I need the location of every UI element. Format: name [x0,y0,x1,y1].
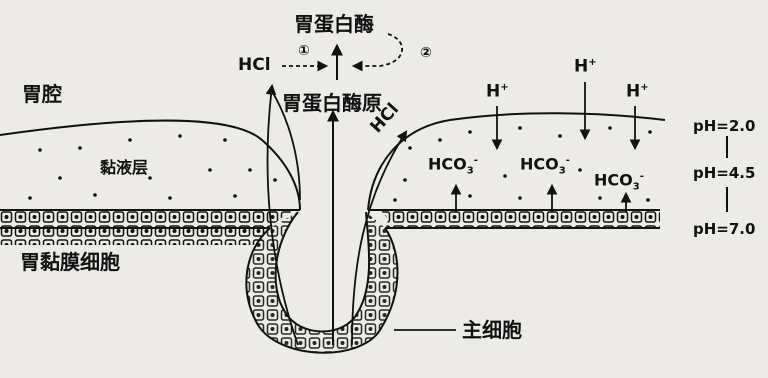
mucus-dot [233,194,237,198]
h-ion-label-1: H+ [486,83,509,101]
mucus-surface-right [368,113,665,210]
mucus-dot [503,174,507,178]
mucus-dot [438,138,442,142]
mucus-dot [393,198,397,202]
bicarbonate-label-2: HCO3- [520,156,570,177]
mucus-dot [38,148,42,152]
mucus-dot [403,178,407,182]
bicarbonate-label-3: HCO3- [594,172,644,193]
mucus-dot [468,194,472,198]
mucus-dot [648,130,652,134]
ph-value-top: pH=2.0 [693,119,755,134]
step-2-marker: ② [420,46,432,60]
pepsin-label: 胃蛋白酶 [294,14,374,34]
mucus-dot [608,126,612,130]
mucus-dot [248,168,252,172]
mucus-dot [168,196,172,200]
bicarbonate-label-1: HCO3- [428,156,478,177]
mucus-dot [578,168,582,172]
mucus-dot [78,146,82,150]
mucus-surface-left [0,121,300,210]
mucus-dot [178,134,182,138]
mucus-dot [58,176,62,180]
ph-value-middle: pH=4.5 [693,166,755,181]
h-ion-label-2: H+ [574,58,597,76]
mucus-dot [468,130,472,134]
step-1-marker: ① [298,44,310,58]
mucus-dot [598,196,602,200]
mucus-dot [208,168,212,172]
mucus-dot [93,193,97,197]
mucus-dot [518,126,522,130]
feedback-dashed-arrow [354,34,402,66]
mucus-dot [408,146,412,150]
chief-cell-label: 主细胞 [462,320,522,340]
mucus-dot [148,176,152,180]
mucus-dot [128,138,132,142]
hcl-label: HCl [238,57,271,74]
mucosa-cells-label: 胃黏膜细胞 [20,252,120,272]
gastric-pit-inner [276,212,370,332]
mucus-dot [223,138,227,142]
ph-value-bottom: pH=7.0 [693,222,755,237]
mucus-layer-label: 黏液层 [100,160,148,176]
stomach-lumen-label: 胃腔 [22,84,62,104]
mucosa-band-right [380,210,660,228]
h-ion-label-3: H+ [626,83,649,101]
mucus-dot [28,196,32,200]
mucus-dot [558,134,562,138]
pepsinogen-label: 胃蛋白酶原 [282,93,382,113]
mucus-dot [518,196,522,200]
mucus-dot [646,198,650,202]
mucus-dot [273,178,277,182]
